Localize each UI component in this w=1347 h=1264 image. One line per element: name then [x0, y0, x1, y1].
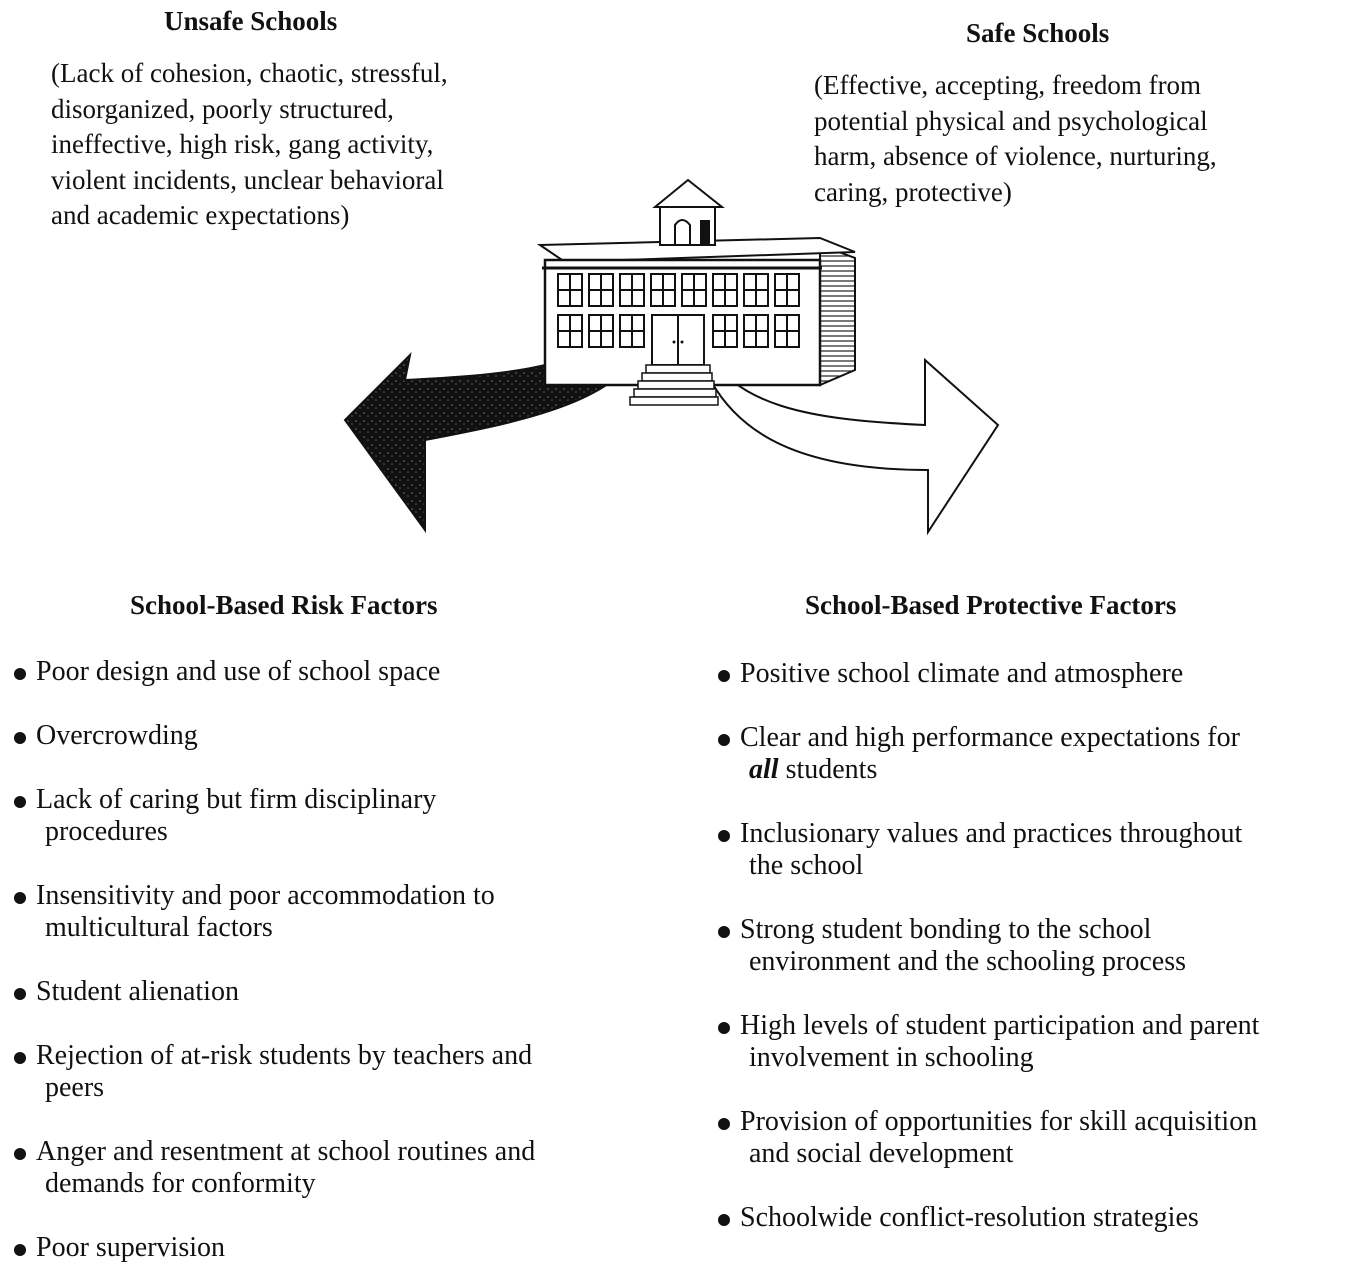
- bullet-icon: [718, 734, 730, 746]
- list-item-line: procedures: [45, 816, 168, 847]
- list-item: Positive school climate and atmosphere: [716, 658, 1183, 690]
- list-item: Overcrowding: [12, 720, 198, 752]
- bullet-icon: [718, 926, 730, 938]
- list-item: Poor supervision: [12, 1232, 225, 1264]
- list-item: Provision of opportunities for skill acq…: [716, 1106, 1257, 1170]
- list-item-line: High levels of student participation and…: [740, 1010, 1260, 1041]
- safe-desc-line: harm, absence of violence, nurturing,: [814, 141, 1217, 171]
- bullet-icon: [14, 1244, 26, 1256]
- unsafe-schools-description: (Lack of cohesion, chaotic, stressful, d…: [51, 56, 448, 234]
- list-item: Anger and resentment at school routines …: [12, 1136, 535, 1200]
- bullet-icon: [14, 892, 26, 904]
- list-item: Schoolwide conflict-resolution strategie…: [716, 1202, 1199, 1234]
- unsafe-desc-line: violent incidents, unclear behavioral: [51, 164, 444, 195]
- list-item: Strong student bonding to the school env…: [716, 914, 1186, 978]
- list-item-line: Student alienation: [36, 976, 239, 1007]
- school-building-illustration: [343, 178, 1000, 536]
- bullet-icon: [14, 668, 26, 680]
- unsafe-desc-line: and academic expectations): [51, 200, 350, 230]
- bullet-icon: [718, 1118, 730, 1130]
- list-item: Insensitivity and poor accommodation to …: [12, 880, 495, 944]
- risk-factors-list: Poor design and use of school space Over…: [12, 656, 652, 1263]
- unsafe-desc-line: (Lack of cohesion, chaotic, stressful,: [51, 58, 448, 88]
- bullet-icon: [718, 1022, 730, 1034]
- bullet-icon: [14, 1052, 26, 1064]
- list-item-line: the school: [749, 850, 864, 881]
- list-item: Student alienation: [12, 976, 239, 1008]
- unsafe-desc-line: ineffective, high risk, gang activity,: [51, 129, 434, 159]
- list-item-line: Strong student bonding to the school: [740, 914, 1152, 945]
- list-item-line: involvement in schooling: [749, 1042, 1034, 1073]
- list-item-line: Provision of opportunities for skill acq…: [740, 1106, 1258, 1137]
- list-item: Lack of caring but firm disciplinary pro…: [12, 784, 436, 848]
- risk-factors-title: School-Based Risk Factors: [130, 590, 438, 620]
- list-item-line: Insensitivity and poor accommodation to: [36, 880, 495, 911]
- list-item-line: Schoolwide conflict-resolution strategie…: [740, 1202, 1199, 1233]
- list-item-line: Poor supervision: [36, 1232, 225, 1263]
- list-item-line: Poor design and use of school space: [36, 656, 441, 687]
- list-item-line: Lack of caring but firm disciplinary: [36, 784, 437, 815]
- list-item: Poor design and use of school space: [12, 656, 440, 688]
- list-item-line: environment and the schooling process: [749, 946, 1187, 977]
- bullet-icon: [718, 830, 730, 842]
- list-item: Rejection of at-risk students by teacher…: [12, 1040, 532, 1104]
- list-item-line: Anger and resentment at school routines …: [36, 1136, 536, 1167]
- list-item-line: Inclusionary values and practices throug…: [740, 818, 1243, 849]
- bullet-icon: [14, 732, 26, 744]
- safe-arrow: [690, 329, 1000, 536]
- bullet-icon: [718, 1214, 730, 1226]
- list-item: Clear and high performance expectations …: [716, 722, 1240, 786]
- safe-desc-line: caring, protective): [814, 176, 1012, 207]
- safe-desc-line: potential physical and psychological: [814, 105, 1208, 136]
- list-item-line: Overcrowding: [36, 720, 198, 751]
- safe-schools-description: (Effective, accepting, freedom from pote…: [814, 68, 1217, 210]
- safe-desc-line: (Effective, accepting, freedom from: [814, 70, 1202, 100]
- unsafe-schools-title: Unsafe Schools: [164, 6, 338, 36]
- protective-factors-title: School-Based Protective Factors: [805, 590, 1177, 620]
- bullet-icon: [718, 670, 730, 682]
- safe-schools-title: Safe Schools: [966, 18, 1110, 48]
- emphasis-all: all: [749, 754, 779, 785]
- unsafe-desc-line: disorganized, poorly structured,: [51, 93, 394, 124]
- list-item-line: Clear and high performance expectations …: [740, 722, 1240, 753]
- list-item-line-rest: students: [785, 754, 878, 785]
- protective-factors-list: Positive school climate and atmosphere C…: [716, 658, 1341, 1248]
- bullet-icon: [14, 1148, 26, 1160]
- list-item: Inclusionary values and practices throug…: [716, 818, 1242, 882]
- list-item-line: peers: [45, 1072, 105, 1103]
- list-item-line: and social development: [749, 1138, 1014, 1169]
- bullet-icon: [14, 988, 26, 1000]
- list-item-line: demands for conformity: [45, 1168, 316, 1199]
- list-item-line: multicultural factors: [45, 912, 273, 943]
- list-item-line: Rejection of at-risk students by teacher…: [36, 1040, 533, 1071]
- list-item: High levels of student participation and…: [716, 1010, 1259, 1074]
- bullet-icon: [14, 796, 26, 808]
- list-item-line: Positive school climate and atmosphere: [740, 658, 1184, 689]
- list-item-line: all students: [740, 754, 1240, 786]
